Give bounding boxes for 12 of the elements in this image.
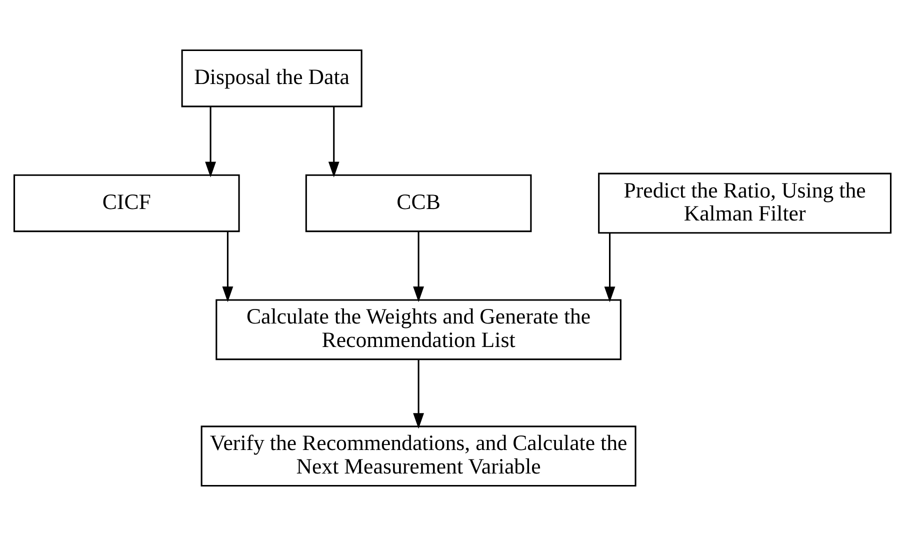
arrow <box>604 232 616 302</box>
arrow <box>413 231 424 302</box>
node-box: CICF <box>13 174 240 232</box>
arrow <box>328 106 340 177</box>
node-box: Disposal the Data <box>181 48 362 107</box>
arrow <box>205 106 216 177</box>
node-box: CCB <box>305 174 532 232</box>
node-box: Predict the Ratio, Using the Kalman Filter <box>598 172 892 234</box>
node-box: Verify the Recommendations, and Calculate the Next Measurement Variable <box>200 425 636 486</box>
arrow <box>222 231 234 302</box>
arrow <box>413 359 424 428</box>
node-box: Calculate the Weights and Generate the Recommendation List <box>216 298 622 360</box>
